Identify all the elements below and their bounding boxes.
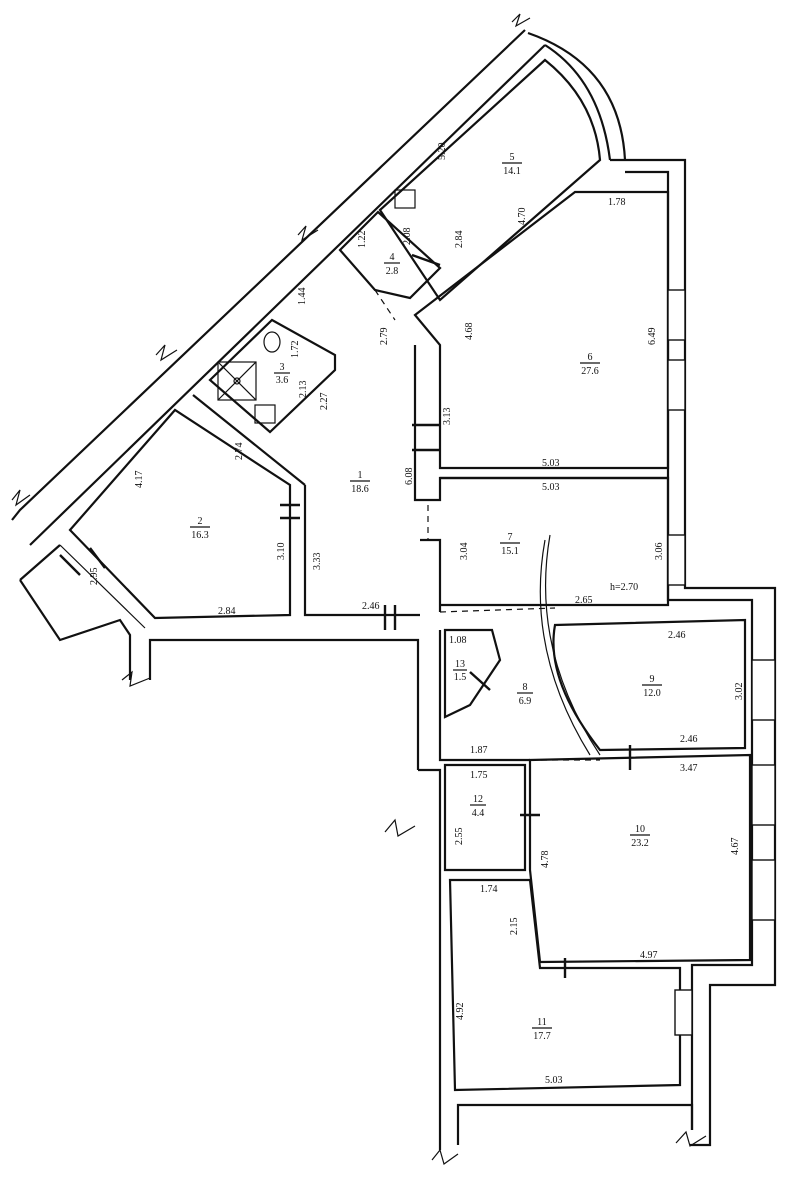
room-8-area: 6.9 [519,696,532,707]
dim-1-74: 1.74 [480,884,498,895]
dim-2-46-room9-bottom: 2.46 [680,734,698,745]
room-6-number: 6 [588,352,593,363]
dim-5-03-room6: 5.03 [542,458,560,469]
dim-3-33: 3.33 [312,553,323,571]
room-4-number: 4 [390,252,395,263]
room-7-area: 15.1 [501,546,519,557]
dim-5-20: 5.20 [437,143,448,161]
dim-1-44: 1.44 [297,288,308,306]
room-1-area: 18.6 [351,484,369,495]
room-1-number: 1 [358,470,363,481]
dim-2-84-room5: 2.84 [454,231,465,249]
room-10-area: 23.2 [631,838,649,849]
bathroom-fixtures [217,189,416,424]
dim-5-03-room11: 5.03 [545,1075,563,1086]
room-2-number: 2 [198,516,203,527]
dim-6-49: 6.49 [647,328,658,346]
door-marks [59,253,632,978]
room-4-area: 2.8 [386,266,399,277]
dim-2-13: 2.13 [298,381,309,399]
ceiling-height: h=2.70 [610,582,638,593]
dim-1-87: 1.87 [470,745,488,756]
room-2-area: 16.3 [191,530,209,541]
break-marks [11,13,707,1165]
dim-2-08: 2.08 [402,228,413,246]
room-11-number: 11 [537,1017,547,1028]
dim-2-95: 2.95 [89,568,100,586]
dim-2-27: 2.27 [319,393,330,411]
room-7-number: 7 [508,532,513,543]
room-11-area: 17.7 [533,1031,551,1042]
room-5-area: 14.1 [503,166,521,177]
dim-2-74: 2.74 [234,443,245,461]
dim-1-72: 1.72 [290,341,301,359]
dim-3-04: 3.04 [459,543,470,561]
dim-2-46-hall: 2.46 [362,601,380,612]
interior-walls [59,58,752,1092]
dim-1-08: 1.08 [449,635,467,646]
dim-3-47: 3.47 [680,763,698,774]
dim-4-70: 4.70 [517,208,528,226]
room-5-number: 5 [510,152,515,163]
dim-3-02: 3.02 [734,683,745,701]
dim-2-46-room9-top: 2.46 [668,630,686,641]
room-10-number: 10 [635,824,645,835]
dim-5-03-room7: 5.03 [542,482,560,493]
room-labels: 1 18.6 2 16.3 3 3.6 4 2.8 5 14.1 6 27.6 … [190,152,662,1042]
dim-2-65: 2.65 [575,595,593,606]
room-3-area: 3.6 [276,375,289,386]
room-12-area: 4.4 [472,808,485,819]
dim-1-22: 1.22 [357,231,368,249]
room-9-number: 9 [650,674,655,685]
windows [667,289,776,1036]
room-9-area: 12.0 [643,688,661,699]
room-3-number: 3 [280,362,285,373]
dim-1-75: 1.75 [470,770,488,781]
dimension-labels: 5.20 4.70 2.84 2.08 1.22 1.78 6.49 4.68 … [89,143,745,1087]
dim-4-67: 4.67 [730,838,741,856]
room-13-number: 13 [455,659,465,670]
room-13-area: 1.5 [454,672,467,683]
dim-4-78: 4.78 [540,851,551,869]
openings [374,289,600,761]
dim-6-08: 6.08 [404,468,415,486]
dim-2-84-room2: 2.84 [218,606,236,617]
dim-4-68: 4.68 [464,323,475,341]
dim-3-10: 3.10 [276,543,287,561]
room-8-number: 8 [523,682,528,693]
room-6-area: 27.6 [581,366,599,377]
dim-4-17: 4.17 [134,471,145,489]
dim-3-06: 3.06 [654,543,665,561]
dim-2-55: 2.55 [454,828,465,846]
dim-3-13: 3.13 [442,408,453,426]
dim-2-15: 2.15 [509,918,520,936]
dim-2-79: 2.79 [379,328,390,346]
dim-1-78: 1.78 [608,197,626,208]
dim-4-97: 4.97 [640,950,658,961]
dim-4-92: 4.92 [455,1003,466,1021]
room-12-number: 12 [473,794,483,805]
